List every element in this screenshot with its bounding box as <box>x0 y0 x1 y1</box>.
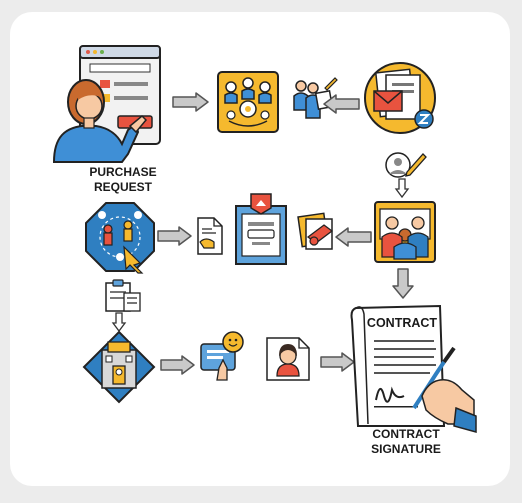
supplier-profile-icon <box>265 336 311 382</box>
arrow-left-2 <box>335 227 372 247</box>
vendor-documents-icon <box>362 61 440 139</box>
purchase-request-label: PURCHASE REQUEST <box>68 165 178 195</box>
contract-signature-label-line2: SIGNATURE <box>371 442 441 456</box>
collaboration-network-icon <box>84 201 156 274</box>
document-stamp-icon <box>296 211 338 251</box>
contract-signature-label: CONTRACT SIGNATURE <box>356 427 456 457</box>
purchase-request-icon <box>52 44 164 163</box>
purchase-request-label-line2: REQUEST <box>93 180 152 194</box>
purchase-request-label-line1: PURCHASE <box>89 165 157 179</box>
clipboard-checklist-icon <box>100 279 142 313</box>
review-edit-icon <box>381 150 427 180</box>
vendor-team-icon <box>374 201 436 263</box>
chat-message-icon <box>199 330 245 382</box>
arrow-right-4 <box>320 352 355 372</box>
arrow-right-1 <box>172 92 209 112</box>
arrow-right-3 <box>160 355 195 375</box>
arrow-down-small-2 <box>111 312 127 333</box>
hand-document-icon <box>196 216 224 256</box>
building-icon <box>82 330 156 404</box>
arrow-down-small-1 <box>394 178 410 199</box>
contract-heading: CONTRACT <box>366 316 438 330</box>
arrow-right-2 <box>157 226 192 246</box>
certificate-icon <box>234 192 288 266</box>
arrow-left-1 <box>323 94 360 114</box>
approval-icon <box>291 74 338 120</box>
contract-signature-label-line1: CONTRACT <box>372 427 440 441</box>
arrow-down-1 <box>392 268 414 299</box>
team-review-icon <box>217 71 279 133</box>
contract-document-icon <box>344 300 477 433</box>
